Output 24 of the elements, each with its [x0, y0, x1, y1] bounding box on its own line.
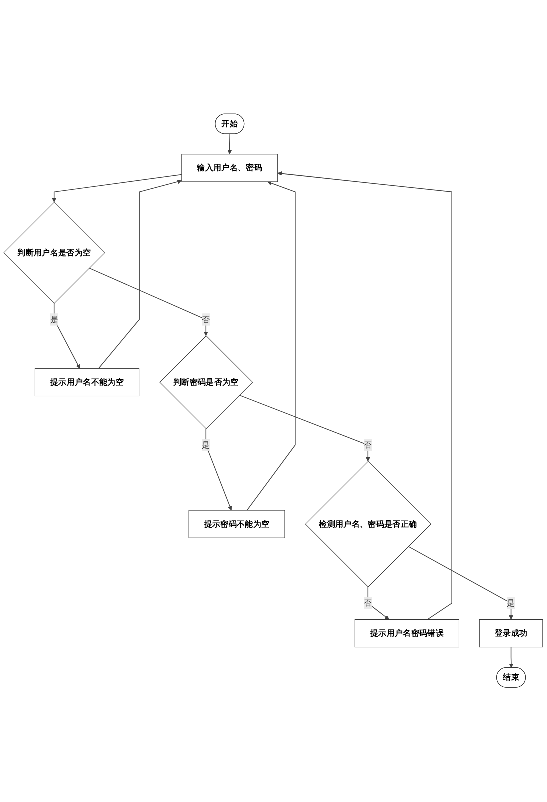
edge-label: 是 [507, 598, 516, 608]
node-diamond: 判断用户名是否为空 [4, 202, 106, 304]
arrow [89, 268, 208, 336]
arrow [228, 134, 232, 155]
edge-label: 否 [202, 314, 210, 324]
node-box: 提示用户名密码错误 [354, 620, 460, 648]
arrow [408, 546, 514, 620]
edge-label: 否 [364, 440, 372, 450]
edge-label: 否 [364, 598, 372, 608]
arrow [246, 181, 296, 512]
arrow [206, 428, 232, 511]
edge-label: 是 [202, 440, 210, 450]
node-diamond: 检测用户名、密码是否正确 [305, 461, 432, 588]
node-box: 提示密码不能为空 [188, 510, 286, 539]
node-box: 提示用户名不能为空 [34, 368, 140, 397]
arrow [54, 303, 80, 370]
node-box: 输入用户名、密码 [182, 154, 278, 182]
arrow [52, 174, 182, 203]
arrow [98, 180, 182, 370]
node-box: 登录成功 [479, 620, 544, 648]
edge-label: 是 [50, 314, 58, 324]
node-diamond: 判断密码是否为空 [160, 336, 254, 430]
arrow [239, 395, 370, 462]
arrow [509, 647, 514, 668]
